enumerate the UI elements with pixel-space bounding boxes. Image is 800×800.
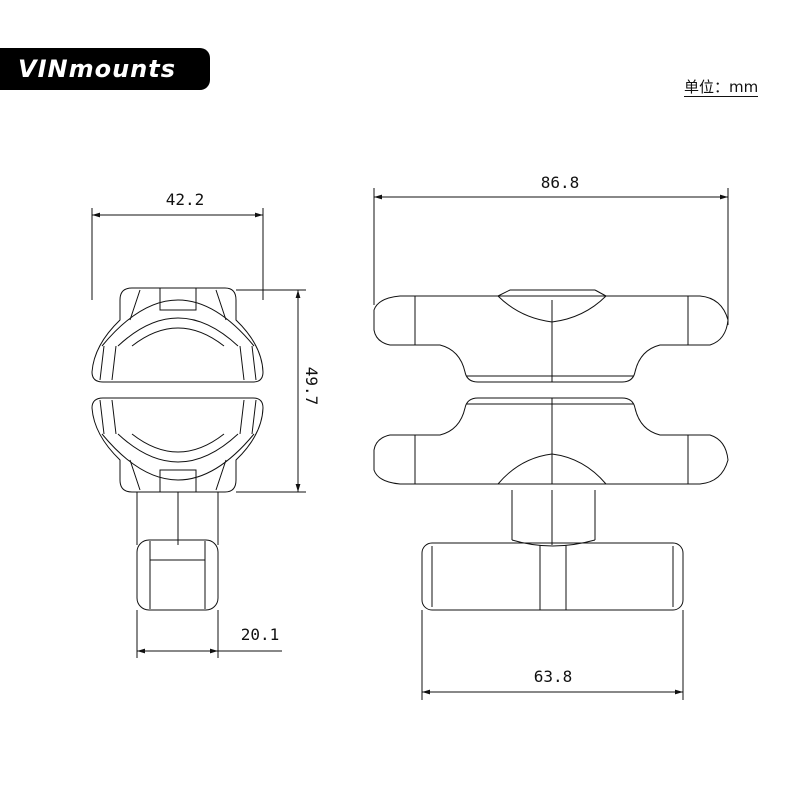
dimension-63-8	[421, 610, 684, 700]
dimension-label-20-1: 20.1	[241, 625, 280, 644]
dimension-49-7	[236, 289, 306, 493]
side-view-shaft	[136, 492, 219, 545]
dimension-42-2	[91, 208, 264, 300]
dimension-86-8	[373, 188, 729, 325]
front-view-neck	[511, 490, 596, 547]
side-view-knob	[136, 539, 219, 611]
side-view-lower-socket	[91, 397, 264, 493]
dimension-20-1	[136, 610, 282, 658]
front-view-knob	[421, 542, 684, 611]
front-view	[373, 188, 729, 700]
side-view	[91, 208, 306, 658]
side-view-upper-socket	[91, 287, 264, 383]
front-view-lower-arm	[373, 397, 729, 485]
brand-logo: VINmounts	[0, 48, 210, 90]
brand-logo-text: VINmounts	[18, 55, 177, 83]
dimension-label-42-2: 42.2	[166, 190, 205, 209]
front-view-upper-arm	[373, 289, 729, 383]
dimension-label-63-8: 63.8	[534, 667, 573, 686]
dimension-label-49-7: 49.7	[302, 367, 321, 406]
dimension-label-86-8: 86.8	[541, 173, 580, 192]
unit-label: 单位：mm	[684, 78, 759, 97]
